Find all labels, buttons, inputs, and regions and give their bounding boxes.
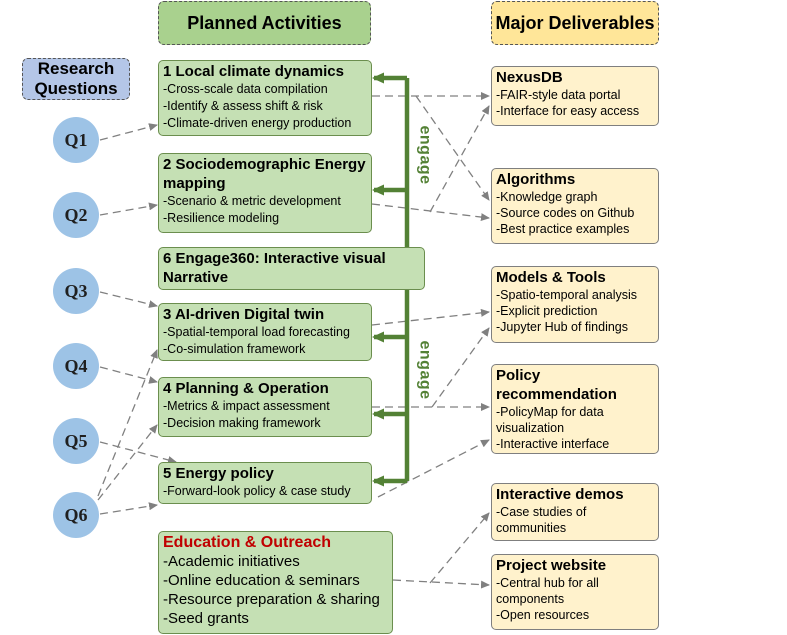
activity-title: Education & Outreach (163, 534, 332, 551)
activity-item: -Forward-look policy & case study (163, 484, 351, 498)
activity-title: 2 Sociodemographic Energy mapping (163, 156, 366, 192)
activity-item: -Identify & assess shift & risk (163, 99, 323, 113)
engage-label-lower: engage (416, 340, 434, 400)
deliverable-title: Algorithms (496, 171, 576, 188)
activity-item: -Spatial-temporal load forecasting (163, 325, 350, 339)
activity-planning-operation: 4 Planning & Operation -Metrics & impact… (158, 377, 372, 437)
activity-item: -Resilience modeling (163, 211, 280, 225)
arrow-act5-policy (377, 439, 490, 498)
arrow-act4-models (431, 327, 490, 408)
deliverable-item: -Case studies of communities (496, 505, 587, 535)
deliverable-item: -Spatio-temporal analysis (496, 288, 638, 302)
deliverable-nexusdb: NexusDB -FAIR-style data portal -Interfa… (491, 66, 659, 126)
arrow-edu-website (392, 579, 490, 589)
activity-ai-driven-digital-twin: 3 AI-driven Digital twin -Spatial-tempor… (158, 303, 372, 361)
arrow-q2-act2 (99, 202, 158, 216)
activity-title: 4 Planning & Operation (163, 380, 329, 397)
activity-item: -Climate-driven energy production (163, 116, 352, 130)
activity-engage360: 6 Engage360: Interactive visual Narrativ… (158, 247, 425, 290)
deliverable-title: Interactive demos (496, 486, 624, 503)
arrow-q3-act3 (99, 291, 158, 308)
deliverable-title: Project website (496, 557, 607, 574)
activity-sociodemographic-energy-mapping: 2 Sociodemographic Energy mapping -Scena… (158, 153, 372, 233)
deliverable-policy-recommendation: Policy recommendation -PolicyMap for dat… (491, 364, 659, 454)
major-deliverables-header: Major Deliverables (491, 1, 659, 45)
arrow-q5-act5 (99, 441, 177, 464)
arrow-act3-models (371, 308, 490, 326)
deliverable-item: -Explicit prediction (496, 304, 598, 318)
arrow-act2-nexusdb (429, 105, 490, 213)
deliverable-item: -Source codes on Github (496, 206, 635, 220)
deliverable-item: -Central hub for all components (496, 576, 599, 606)
arrow-q1-act1 (99, 123, 158, 141)
activity-title: 1 Local climate dynamics (163, 63, 344, 80)
arrow-edu-demos (429, 512, 490, 584)
activity-item: -Co-simulation framework (163, 342, 306, 356)
activity-item: -Seed grants (163, 610, 249, 627)
deliverable-interactive-demos: Interactive demos -Case studies of commu… (491, 483, 659, 541)
activity-item: -Online education & seminars (163, 572, 360, 589)
deliverable-item: -FAIR-style data portal (496, 88, 621, 102)
activity-title: 5 Energy policy (163, 465, 274, 482)
activity-local-climate-dynamics: 1 Local climate dynamics -Cross-scale da… (158, 60, 372, 136)
deliverable-algorithms: Algorithms -Knowledge graph -Source code… (491, 168, 659, 244)
deliverable-title: Models & Tools (496, 269, 606, 286)
activity-energy-policy: 5 Energy policy -Forward-look policy & c… (158, 462, 372, 504)
activity-item: -Resource preparation & sharing (163, 591, 380, 608)
deliverable-item: -Interactive interface (496, 437, 610, 451)
engage-label-upper: engage (416, 125, 434, 185)
activity-item: -Decision making framework (163, 416, 321, 430)
activity-title: 3 AI-driven Digital twin (163, 306, 325, 323)
activity-item: -Academic initiatives (163, 553, 300, 570)
deliverable-item: -Interface for easy access (496, 104, 640, 118)
deliverable-item: -Best practice examples (496, 222, 630, 236)
deliverable-item: -PolicyMap for data visualization (496, 405, 604, 435)
activity-item: -Scenario & metric development (163, 194, 341, 208)
question-q5: Q5 (53, 418, 99, 464)
arrow-q4-act4 (99, 366, 158, 384)
arrow-act1-algorithms (415, 95, 490, 201)
research-questions-header: Research Questions (22, 58, 130, 100)
activity-item: -Cross-scale data compilation (163, 82, 328, 96)
arrow-q6-act5 (99, 502, 158, 515)
activity-education-outreach: Education & Outreach -Academic initiativ… (158, 531, 393, 634)
planned-activities-header: Planned Activities (158, 1, 371, 45)
deliverable-models-tools: Models & Tools -Spatio-temporal analysis… (491, 266, 659, 343)
question-q1: Q1 (53, 117, 99, 163)
deliverable-item: -Jupyter Hub of findings (496, 320, 629, 334)
question-q6: Q6 (53, 492, 99, 538)
arrow-q6-act4 (97, 424, 158, 501)
deliverable-project-website: Project website -Central hub for all com… (491, 554, 659, 630)
deliverable-item: -Open resources (496, 608, 590, 622)
question-q2: Q2 (53, 192, 99, 238)
deliverable-title: Policy recommendation (496, 367, 617, 403)
activity-item: -Metrics & impact assessment (163, 399, 330, 413)
arrow-q6-act3 (97, 349, 158, 497)
question-q3: Q3 (53, 268, 99, 314)
deliverable-title: NexusDB (496, 69, 563, 86)
activity-title: 6 Engage360: Interactive visual Narrativ… (163, 250, 386, 286)
question-q4: Q4 (53, 343, 99, 389)
deliverable-item: -Knowledge graph (496, 190, 598, 204)
